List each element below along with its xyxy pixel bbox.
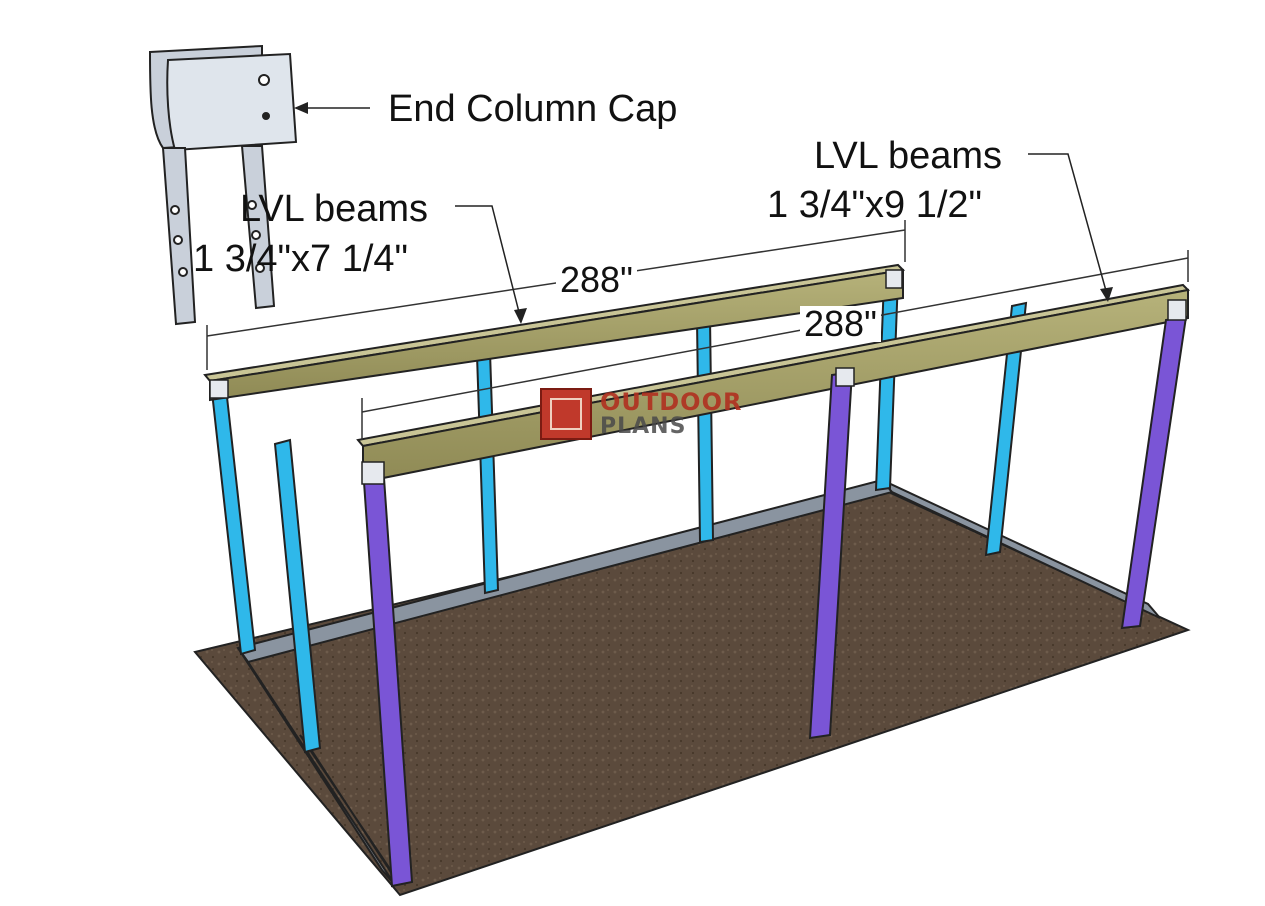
watermark-line-2: PLANS [600, 414, 687, 439]
leader-arrowheads [294, 102, 1113, 324]
ground-slab [193, 486, 1191, 897]
leader-lines [296, 107, 1109, 321]
side-post-right [984, 301, 1028, 557]
lvl-beams-left-title: LVL beams [240, 188, 428, 230]
front-post-3 [1120, 315, 1188, 630]
column-caps [209, 269, 1187, 485]
watermark-line-1: OUTDOOR [600, 388, 743, 416]
lvl-beams-right-size: 1 3/4"x9 1/2" [767, 184, 983, 226]
lvl-beams-right-title: LVL beams [814, 135, 1002, 177]
back-beam [203, 263, 906, 402]
back-posts [210, 276, 1028, 754]
outdoor-plans-logo-icon [540, 388, 592, 440]
lvl-beams-left-size: 1 3/4"x7 1/4" [193, 238, 409, 280]
back-post-1 [210, 386, 257, 656]
side-post-left [273, 438, 322, 754]
end-column-cap-detail [148, 44, 298, 326]
dimension-back-label: 288" [556, 262, 637, 298]
end-column-cap-label: End Column Cap [388, 88, 678, 130]
dimension-front-label: 288" [800, 306, 881, 342]
outdoor-plans-watermark: OUTDOOR PLANS [540, 388, 780, 440]
